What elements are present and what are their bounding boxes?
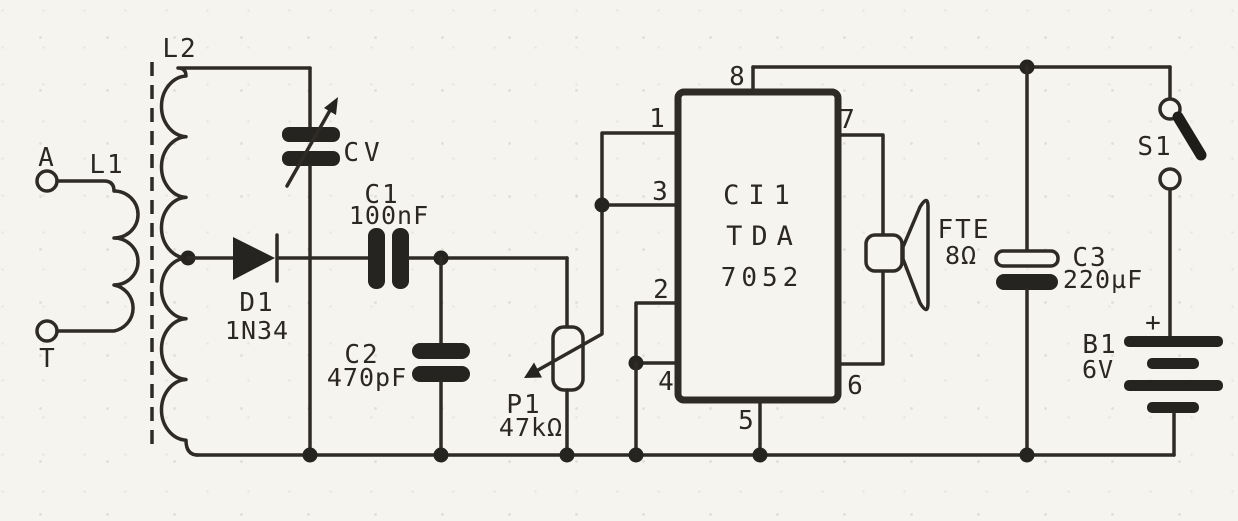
terminal-t-label: T <box>39 344 57 374</box>
coil-l1-label: L1 <box>89 150 124 180</box>
diode-d1: D1 1N34 <box>180 233 370 345</box>
switch-s1: S1 <box>1137 65 1207 338</box>
cv-label: CV <box>343 138 384 168</box>
ic-part-family: TDA <box>726 221 802 252</box>
p1-label: P1 <box>506 390 541 420</box>
battery-b1: + B1 6V <box>1082 308 1223 457</box>
capacitor-c1: C1 100nF <box>349 180 569 289</box>
c1-value: 100nF <box>349 201 429 230</box>
ic-pin6-number: 6 <box>847 371 863 401</box>
capacitor-c3: C3 220µF <box>994 65 1143 457</box>
ic-body <box>674 88 842 404</box>
potentiometer-p1: P1 47kΩ <box>499 203 604 457</box>
junction-dot-c2-ground <box>433 447 449 463</box>
ic-pin1-wire <box>600 131 680 207</box>
b1-plate-short-2 <box>1147 402 1199 413</box>
terminal-a-label: A <box>38 143 56 173</box>
s1-contact-bottom <box>1158 167 1182 191</box>
c3-label: C3 <box>1072 243 1107 273</box>
junction-dot-cv-ground <box>302 447 318 463</box>
cv-arrow-shaft <box>285 103 335 188</box>
cv-arrow-head <box>324 97 338 115</box>
c3-value: 220µF <box>1063 265 1143 294</box>
terminal-t-circle <box>35 319 59 343</box>
terminal-ground: T <box>35 319 59 374</box>
coil-l1: L1 <box>55 150 140 333</box>
b1-polarity-plus: + <box>1145 308 1163 338</box>
speaker-cone <box>901 198 930 312</box>
s1-label: S1 <box>1137 132 1172 162</box>
b1-plate-long-1 <box>1124 336 1223 347</box>
d1-label: D1 <box>239 288 274 318</box>
variable-capacitor-cv: CV <box>282 66 384 457</box>
c2-label: C2 <box>344 340 379 370</box>
junction-dot-pin24-ground <box>628 447 644 463</box>
ic-ci1: CI1 TDA 7052 1 3 2 4 5 6 7 8 <box>594 62 885 457</box>
coil-l2-label: L2 <box>162 34 197 64</box>
coil-l1-winding <box>55 179 140 333</box>
b1-label: B1 <box>1082 330 1117 360</box>
terminal-antenna: A <box>35 143 59 193</box>
c1-plate-left <box>368 228 385 289</box>
b1-plate-long-2 <box>1124 380 1223 391</box>
s1-lever <box>1172 111 1207 161</box>
ic-pin8-number: 8 <box>729 62 745 92</box>
c2-plate-bottom <box>412 366 470 382</box>
terminal-a-circle <box>35 169 59 193</box>
b1-voltage: 6V <box>1082 355 1114 384</box>
junction-dot-pin1-pin3 <box>594 197 610 213</box>
junction-dot-p1-ground <box>559 447 575 463</box>
cv-plate-bottom <box>282 151 340 166</box>
c3-plate-positive <box>994 249 1060 268</box>
ic-name: CI1 <box>723 180 799 211</box>
ic-pin6-wire <box>836 269 885 366</box>
speaker-fte: FTE 8Ω <box>864 198 991 312</box>
b1-plate-short-1 <box>1147 358 1199 369</box>
p1-wiper-arrow-head <box>524 362 542 378</box>
junction-dot-pin5-ground <box>752 447 768 463</box>
ground-rail <box>194 447 1176 463</box>
p1-value: 47kΩ <box>499 413 563 442</box>
ic-pin5-number: 5 <box>738 406 754 436</box>
ic-pin2-wire <box>634 301 680 365</box>
cv-plate-top <box>282 127 340 142</box>
ic-pin7-number: 7 <box>839 105 855 135</box>
d1-triangle <box>233 237 275 280</box>
speaker-impedance: 8Ω <box>945 241 977 270</box>
junction-dot-c3-ground <box>1019 447 1035 463</box>
c1-label: C1 <box>364 180 399 210</box>
ic-pin3-number: 3 <box>652 177 668 207</box>
c1-plate-right <box>392 228 409 289</box>
p1-wiper-wire <box>529 203 604 376</box>
ic-part-number: 7052 <box>721 263 804 293</box>
ic-pin4-number: 4 <box>658 367 674 397</box>
c3-plate-negative <box>996 274 1058 290</box>
c2-plate-top <box>412 343 470 359</box>
ic-pin1-number: 1 <box>649 104 665 134</box>
ic-pin2-number: 2 <box>653 275 669 305</box>
d1-value: 1N34 <box>225 316 289 345</box>
capacitor-c2: C2 470pF <box>327 256 470 457</box>
supply-top-wire <box>751 59 1172 75</box>
speaker-driver <box>864 233 904 273</box>
speaker-label: FTE <box>938 215 991 245</box>
ic-pin7-wire <box>836 133 885 237</box>
c2-value: 470pF <box>327 363 407 392</box>
